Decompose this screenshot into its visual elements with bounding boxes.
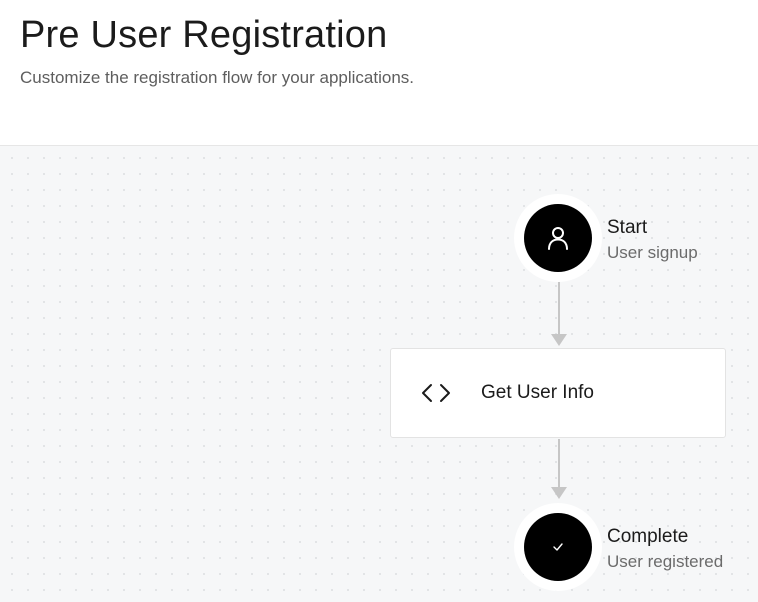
code-brackets-icon bbox=[422, 384, 450, 402]
start-node-title: Start bbox=[607, 217, 648, 238]
page-title: Pre User Registration bbox=[20, 14, 388, 56]
complete-node-circle bbox=[524, 513, 592, 581]
check-icon bbox=[553, 543, 563, 551]
complete-node[interactable] bbox=[514, 503, 602, 591]
complete-node-subtitle: User registered bbox=[607, 552, 724, 571]
flow-canvas[interactable]: Start User signup Get User Info Complete… bbox=[0, 146, 758, 602]
complete-node-title: Complete bbox=[607, 526, 689, 547]
user-icon bbox=[548, 227, 568, 250]
start-node-circle bbox=[524, 204, 592, 272]
connector-start-to-action bbox=[558, 282, 560, 336]
arrow-head-icon bbox=[551, 334, 567, 346]
action-card-label: Get User Info bbox=[481, 382, 594, 403]
connector-action-to-complete bbox=[558, 439, 560, 489]
action-card-get-user-info[interactable]: Get User Info bbox=[390, 348, 726, 438]
page-header: Pre User Registration Customize the regi… bbox=[0, 0, 758, 146]
arrow-head-icon bbox=[551, 487, 567, 499]
start-node[interactable] bbox=[514, 194, 602, 282]
page-subtitle: Customize the registration flow for your… bbox=[20, 68, 415, 87]
start-node-subtitle: User signup bbox=[607, 243, 698, 262]
